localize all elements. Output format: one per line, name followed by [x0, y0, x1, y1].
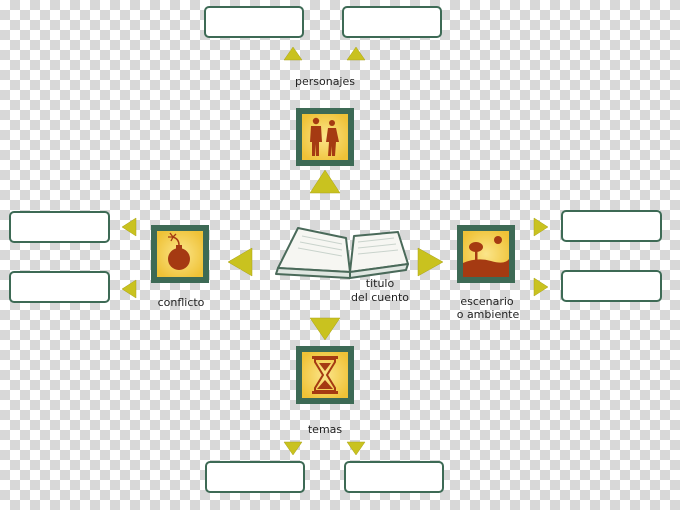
personajes-box-right[interactable]	[342, 6, 442, 38]
arrow-up-left	[283, 46, 303, 61]
setting-tile	[457, 225, 515, 283]
temas-box-left[interactable]	[205, 461, 305, 493]
escenario-label-line2: o ambiente	[456, 308, 520, 321]
hourglass-icon	[312, 356, 338, 394]
arrow-left-lower	[121, 279, 137, 299]
personajes-label: personajes	[294, 75, 355, 88]
arrow-left-upper	[121, 217, 137, 237]
arrow-up-main	[309, 169, 341, 194]
themes-tile	[296, 346, 354, 404]
people-icon	[310, 117, 339, 156]
conflicto-box-upper[interactable]	[9, 211, 110, 243]
titulo-label-line2: del cuento	[350, 291, 410, 304]
bomb-icon	[168, 232, 190, 270]
escenario-box-upper[interactable]	[561, 210, 662, 242]
characters-tile	[296, 108, 354, 166]
arrow-right-main	[417, 247, 444, 277]
arrow-right-upper	[533, 217, 549, 237]
arrow-left-main	[227, 247, 253, 277]
escenario-label-line1: escenario	[460, 295, 514, 308]
temas-label: temas	[307, 423, 343, 436]
arrow-down-right	[346, 441, 366, 456]
temas-box-right[interactable]	[344, 461, 444, 493]
conflicto-label: conflicto	[157, 296, 205, 309]
arrow-down-left	[283, 441, 303, 456]
titulo-label-line1: titulo	[365, 277, 395, 290]
landscape-icon	[463, 236, 509, 277]
arrow-up-right	[346, 46, 366, 61]
arrow-down-main	[309, 317, 341, 341]
conflict-tile	[151, 225, 209, 283]
escenario-box-lower[interactable]	[561, 270, 662, 302]
arrow-right-lower	[533, 277, 549, 297]
open-book-icon	[275, 227, 409, 279]
personajes-box-left[interactable]	[204, 6, 304, 38]
conflicto-box-lower[interactable]	[9, 271, 110, 303]
